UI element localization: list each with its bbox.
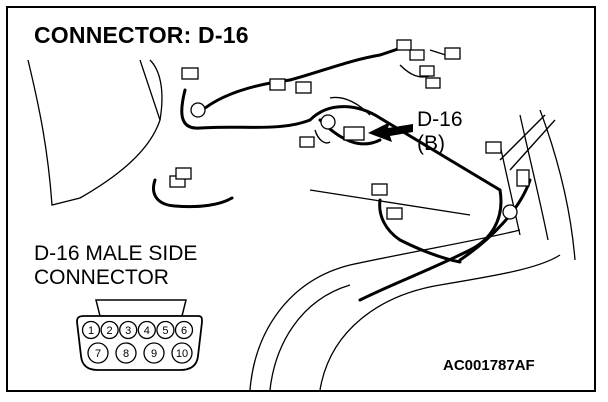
pin-10-socket [171,342,193,364]
pin-1-socket [81,320,101,340]
callout-arrow [368,122,413,142]
side-view-label-line2: CONNECTOR [34,266,169,289]
pin-5-label: 5 [162,325,168,337]
callout-connector-id: D-16 [417,108,463,131]
harness-main [152,43,532,302]
pin-9-label: 9 [151,348,157,360]
side-view-label-line1: D-16 MALE SIDE [34,242,198,265]
callout-connector-variant: (B) [417,132,445,155]
pin-3-label: 3 [125,325,131,337]
pin-9-socket [143,342,165,364]
illustration-connectors [169,39,530,220]
pin-7-socket [87,342,109,364]
connector-title: CONNECTOR: D-16 [34,22,249,48]
pin-5-socket [156,320,175,340]
pin-4-label: 4 [144,325,150,337]
pin-8-label: 8 [123,348,129,360]
pin-3-socket [119,320,138,340]
pin-2-label: 2 [107,325,113,337]
pin-7-label: 7 [95,348,101,360]
pin-6-label: 6 [181,325,187,337]
vehicle-body-outline [27,59,576,391]
pin-2-socket [100,320,119,340]
drawing-code: AC001787AF [443,357,535,374]
pin-1-label: 1 [88,325,94,337]
pin-6-socket [174,320,194,340]
pin-8-socket [115,342,137,364]
pin-4-socket [137,320,156,340]
pin-10-label: 10 [176,348,188,360]
illustration-grommets [190,102,518,220]
